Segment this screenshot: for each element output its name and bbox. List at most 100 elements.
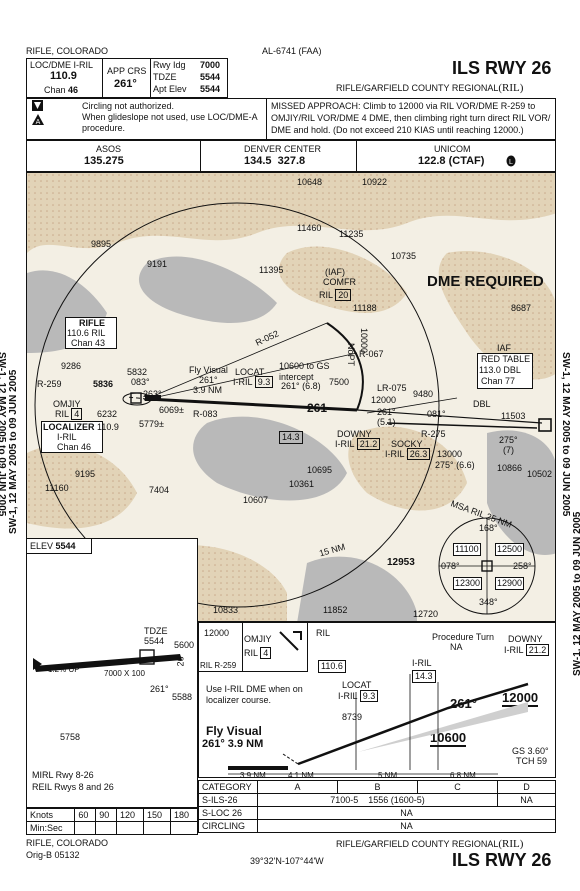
dist-1: 3.9 NM [240,771,266,780]
spot-5836: 5836 [93,379,114,389]
course-083: 083° [131,377,150,387]
profile-note: Use I-RIL DME when on localizer course. [206,684,303,705]
minimums-all: NA [257,806,556,820]
knots-label: Knots [25,808,76,822]
alt-12000: 12000 [371,395,397,405]
side-date-right-2: SW-1, 12 MAY 2005 to 09 JUN 2005 [572,511,580,676]
nav-info-box [26,58,228,98]
terrain-label: 9195 [75,469,96,479]
msa-sector-2: 12500 [495,543,525,556]
footer-orig: Orig-B 05132 [26,850,80,860]
mirl-note: MIRL Rwy 8-26 [32,770,94,780]
plan-fly-visual-dist: 3.9 NM [193,385,223,395]
msa-bearing-3: 258° [513,561,532,571]
unicom-freq: 122.8 (CTAF) [418,155,485,167]
localizer-name: LOCALIZER [43,422,95,432]
dist-3: 5 NM [378,771,398,780]
dist-2: 4.1 NM [288,771,314,780]
profile-ril-freq: 110.6 [318,660,346,673]
downy-id: I-RIL [335,439,355,449]
dbl-vor-symbol [538,418,552,432]
comms-box [26,140,556,172]
elev-label: ELEV [30,541,54,551]
dbl-label: DBL [473,399,491,409]
localizer-chan: Chan 46 [57,442,92,452]
center-label: DENVER CENTER [244,144,322,154]
side-date-left: SW-1, 12 MAY 2005 to 09 JUN 2005 [8,369,19,534]
omjiy-name: OMJIY [53,399,81,409]
svg-text:L: L [509,159,513,166]
chart-title: ILS RWY 26 [452,58,552,78]
category-d: D [497,780,556,794]
final-course [146,397,358,412]
minimums-row-label: CIRCLING [198,819,258,833]
footer-location: RIFLE, COLORADO [26,838,109,848]
locat-id: I-RIL [233,377,253,387]
red-table-iaf: IAF [497,343,512,353]
chan-label: Chan [44,85,66,95]
terrain-label: 10361 [289,479,315,489]
socky-id: I-RIL [385,449,405,459]
msa-sector-3: 12300 [453,577,483,590]
profile-downy: DOWNY [508,634,543,644]
tdze-value: 5544 [200,72,221,82]
ad-spot-5588: 5588 [172,692,193,702]
profile-drawing [228,631,529,775]
terrain-label: 10866 [497,463,523,473]
unicom-label: UNICOM [434,144,471,154]
radial-275: R-275 [421,429,446,439]
terrain-label: 11395 [259,265,284,275]
terrain-label: 12720 [413,609,439,619]
center-freq: 134.5 327.8 [244,155,306,167]
ril-vor-symbol [130,392,142,404]
socky-dme: 26.3 [406,448,431,460]
downy-dme: 21.2 [356,438,381,450]
ad-tdze-label: TDZE [144,626,168,636]
profile-10600: 10600 [430,730,467,747]
category-header: CATEGORY [198,780,258,794]
profile-ril: RIL [316,628,331,638]
course-263: 263° [143,389,162,399]
profile-omjiy-ril: RIL [244,648,258,658]
terrain-label: 12953 [387,557,415,568]
terrain-label: 11188 [353,303,377,313]
dist-4: 6.8 NM [450,771,476,780]
msa-bearing-4: 348° [479,597,498,607]
minimums-row-label: S-LOC 26 [198,806,258,820]
rifle-freq: 110.6 [67,328,89,338]
speed-cell: 180 [169,808,199,822]
terrain-label: 10922 [362,177,388,187]
radial-lr075: LR-075 [377,383,407,393]
radial-259: R-259 [37,379,62,389]
localizer-freq: 110.9 [97,422,119,432]
spot-5832: 5832 [127,367,148,377]
profile-view [198,622,556,778]
terrain-label: 9191 [147,259,168,269]
rifle-name: RIFLE [79,318,105,328]
ma-alt: 12000 [204,628,230,638]
footer-airport-id: (RIL) [498,838,524,850]
dme-7: (7) [503,445,514,455]
course-275-b: 275° [499,435,518,445]
profile-iril-dme: 14.3 [412,670,436,683]
comfr-ril: RIL [319,290,333,300]
profile-omjiy-dme: 4 [260,647,272,659]
red-table-box [477,353,533,389]
speed-cell: 60 [74,808,97,822]
msa-sector-1: 11100 [453,543,481,556]
dme-required-label: DME REQUIRED [427,273,544,290]
socky-name: SOCKY [391,439,423,449]
alternate-minimums-icon [32,100,43,111]
apt-elev: 5544 [200,84,221,94]
profile-fly-visual-crs: 261° 3.9 NM [202,738,264,750]
elev-value: 5544 [55,541,76,551]
rifle-vor-box [65,317,117,349]
gs-intercept-course: 261° (6.8) [281,381,321,391]
takeoff-minimums-icon: A [32,114,44,126]
airport-id: (RIL) [498,82,524,94]
dme-5-1: (5.1) [377,417,396,427]
rwy-ldg-label: Rwy Idg [153,60,186,70]
alt-7500: 7500 [329,377,350,387]
note-procedure: procedure. [82,123,126,133]
runway-number: 26 [175,656,186,667]
